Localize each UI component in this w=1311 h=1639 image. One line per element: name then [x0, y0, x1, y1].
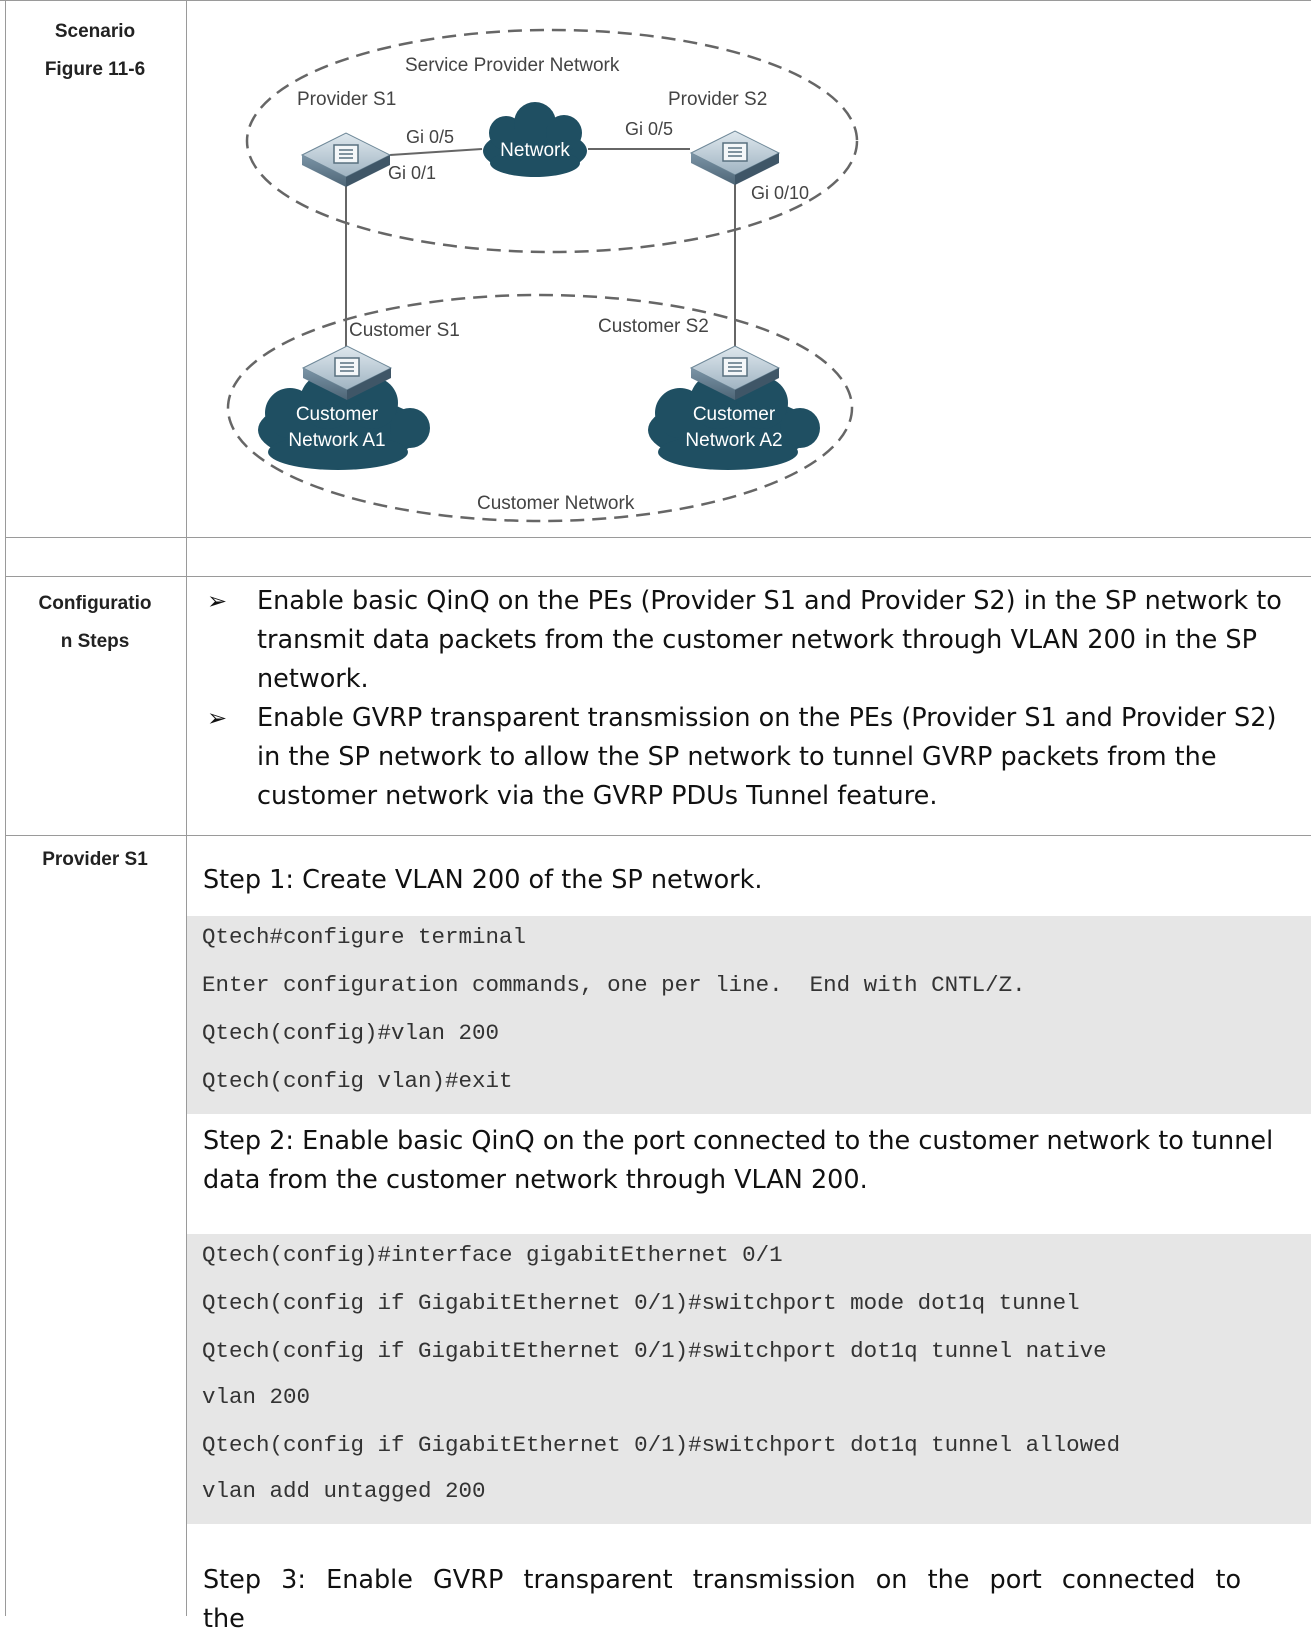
- label-customer-s2: Customer S2: [598, 316, 709, 337]
- label-customer-a1-line2: Network A1: [288, 430, 385, 451]
- code-block-2: Qtech(config)#interface gigabitEthernet …: [187, 1234, 1311, 1524]
- label-gi010: Gi 0/10: [751, 183, 809, 203]
- label-gi01: Gi 0/1: [388, 163, 436, 183]
- label-customer-a1-line1: Customer: [296, 404, 379, 425]
- customer-cloud-a1-icon: [258, 373, 430, 470]
- arrow-bullet-icon: ➢: [207, 704, 228, 732]
- bullet-line: Enable basic QinQ on the PEs (Provider S…: [257, 586, 1282, 616]
- arrow-bullet-icon: ➢: [207, 587, 228, 615]
- table-border-top: [0, 0, 1311, 1]
- label-gi05-right: Gi 0/5: [625, 119, 673, 139]
- step-2-line-2: data from the customer network through V…: [203, 1165, 868, 1195]
- label-figure: Figure 11-6: [44, 59, 146, 80]
- step-1-text: Step 1: Create VLAN 200 of the SP networ…: [203, 865, 763, 895]
- code-line: vlan add untagged 200: [202, 1478, 486, 1504]
- label-customer-a2-line2: Network A2: [685, 430, 782, 451]
- column-divider: [186, 0, 187, 1616]
- code-line: Qtech(config)#interface gigabitEthernet …: [202, 1242, 783, 1268]
- customer-s1-switch-icon: [301, 345, 393, 400]
- link-provider-s1-network: [389, 148, 483, 156]
- code-line: Enter configuration commands, one per li…: [202, 972, 1026, 998]
- customer-s2-switch-icon: [689, 345, 781, 400]
- step-2-line-1: Step 2: Enable basic QinQ on the port co…: [203, 1126, 1274, 1156]
- label-provider-s2-diagram: Provider S2: [668, 89, 767, 110]
- label-configuration-steps-1: Configuratio: [38, 593, 152, 614]
- row-divider-2: [5, 576, 1311, 577]
- configuration-steps-list: ➢ Enable basic QinQ on the PEs (Provider…: [205, 582, 1305, 816]
- list-item: ➢ Enable GVRP transparent transmission o…: [205, 699, 1305, 816]
- code-line: vlan 200: [202, 1384, 311, 1410]
- label-gi05-left: Gi 0/5: [406, 127, 454, 147]
- customer-cloud-a2-icon: [648, 373, 820, 470]
- label-service-provider-network: Service Provider Network: [405, 55, 620, 76]
- bullet-line: in the SP network to allow the SP networ…: [257, 742, 1217, 772]
- bullet-line: Enable GVRP transparent transmission on …: [257, 703, 1277, 733]
- code-line: Qtech#configure terminal: [202, 924, 527, 950]
- label-provider-s1: Provider S1: [42, 849, 148, 870]
- row-divider-1: [5, 537, 1311, 538]
- provider-s1-switch-icon: [300, 132, 392, 187]
- label-customer-s1: Customer S1: [349, 320, 460, 341]
- code-block-1: Qtech#configure terminal Enter configura…: [187, 916, 1311, 1114]
- code-line: Qtech(config if GigabitEthernet 0/1)#swi…: [202, 1290, 1080, 1316]
- label-customer-network: Customer Network: [477, 493, 635, 514]
- bullet-line: transmit data packets from the customer …: [257, 625, 1257, 655]
- label-provider-s1-diagram: Provider S1: [297, 89, 396, 110]
- step-3-text: Step 3: Enable GVRP transparent transmis…: [203, 1565, 1242, 1634]
- label-configuration-steps-2: n Steps: [60, 631, 130, 652]
- network-topology-diagram: Service Provider Network Provider S1 Pro…: [226, 28, 859, 523]
- label-scenario: Scenario: [54, 21, 136, 42]
- provider-s2-switch-icon: [689, 130, 781, 185]
- table-border-left: [5, 0, 6, 1616]
- label-customer-a2-line1: Customer: [693, 404, 776, 425]
- bullet-line: network.: [257, 664, 369, 694]
- network-cloud-icon: [483, 102, 587, 177]
- code-line: Qtech(config vlan)#exit: [202, 1068, 513, 1094]
- list-item: ➢ Enable basic QinQ on the PEs (Provider…: [205, 582, 1305, 699]
- customer-network-ellipse: [226, 293, 854, 523]
- code-line: Qtech(config if GigabitEthernet 0/1)#swi…: [202, 1432, 1121, 1458]
- service-provider-network-ellipse: [245, 28, 859, 254]
- bullet-line: customer network via the GVRP PDUs Tunne…: [257, 781, 938, 811]
- code-line: Qtech(config)#vlan 200: [202, 1020, 500, 1046]
- label-network: Network: [500, 140, 570, 161]
- code-line: Qtech(config if GigabitEthernet 0/1)#swi…: [202, 1338, 1107, 1364]
- row-divider-3: [5, 835, 1311, 836]
